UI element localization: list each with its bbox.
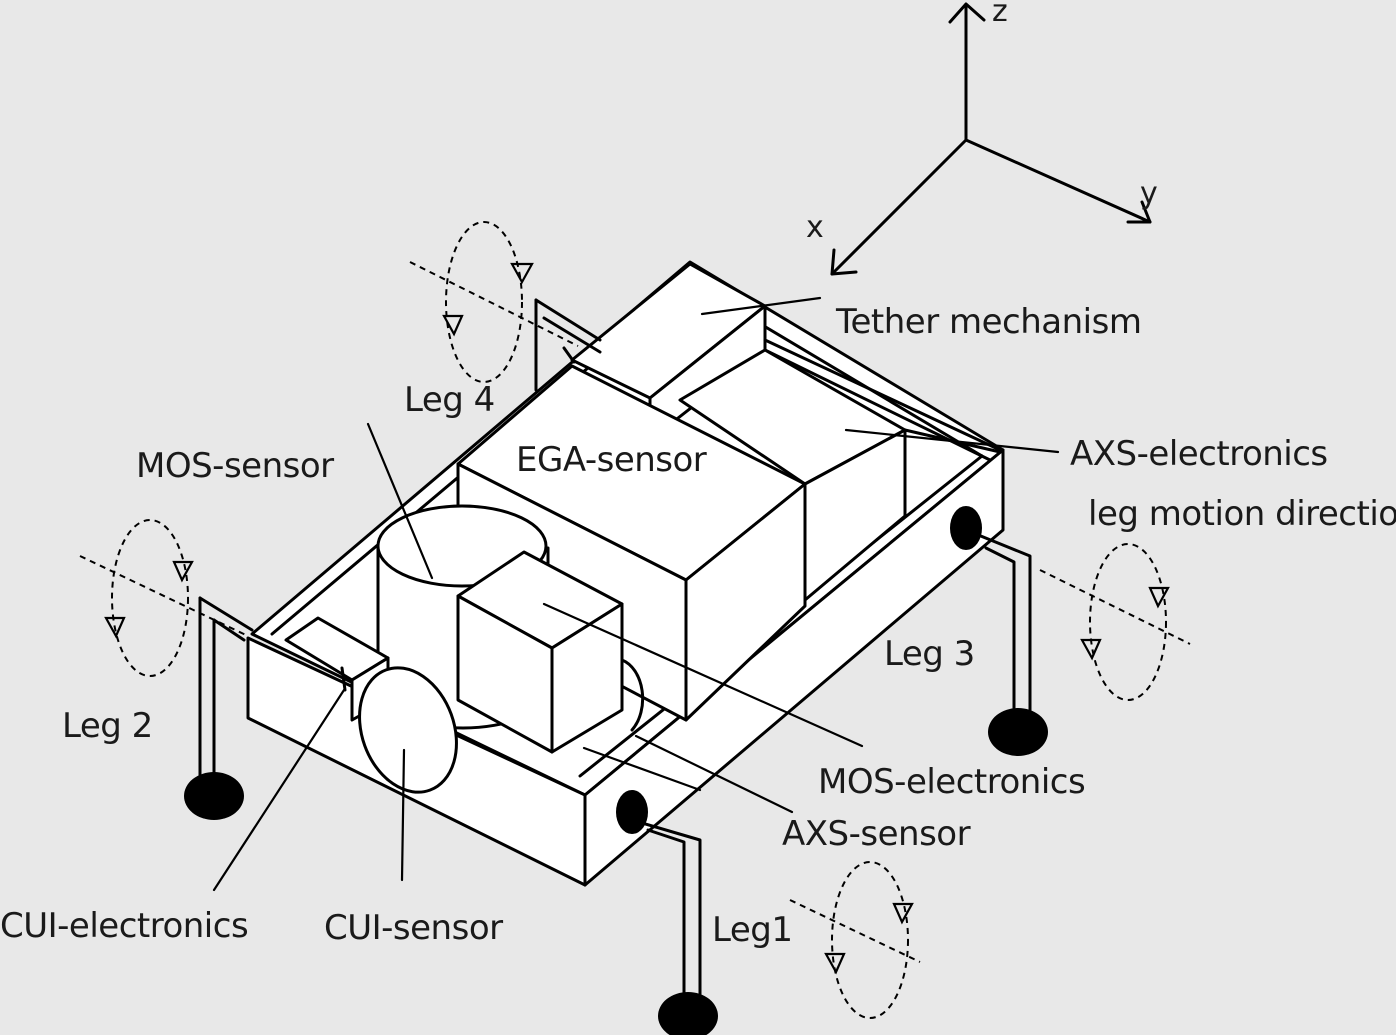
leader-lines: [212, 296, 1060, 892]
leg-2: [184, 596, 254, 820]
tether-mechanism-label: Tether mechanism: [836, 302, 1142, 342]
axis-y-label: y: [1140, 176, 1158, 211]
axs-electronics-box: [678, 348, 1002, 602]
leg-3: [950, 506, 1048, 756]
leg-1: [616, 790, 718, 1035]
leg4-label: Leg 4: [404, 380, 495, 420]
cui-components: [284, 616, 458, 794]
leg-motion-direction-label: leg motion direction: [1088, 494, 1396, 534]
leg2-label: Leg 2: [62, 706, 153, 746]
leg3-label: Leg 3: [884, 634, 975, 674]
leg-4: [534, 298, 602, 392]
axs-electronics-label: AXS-electronics: [1070, 434, 1328, 474]
cui-electronics-label: CUI-electronics: [0, 906, 249, 946]
leg-motion-indicators: [79, 221, 1191, 1019]
axis-z-label: z: [992, 0, 1008, 29]
axs-sensor-label: AXS-sensor: [782, 814, 971, 854]
axis-x-label: x: [806, 210, 824, 245]
ega-sensor-label: EGA-sensor: [516, 440, 707, 480]
cui-sensor-label: CUI-sensor: [324, 908, 503, 948]
leg1-label: Leg1: [712, 910, 793, 950]
mos-sensor-label: MOS-sensor: [136, 446, 334, 486]
coordinate-axes: [830, 2, 1152, 276]
mos-electronics-cube: [456, 550, 645, 754]
mos-electronics-label: MOS-electronics: [818, 762, 1086, 802]
